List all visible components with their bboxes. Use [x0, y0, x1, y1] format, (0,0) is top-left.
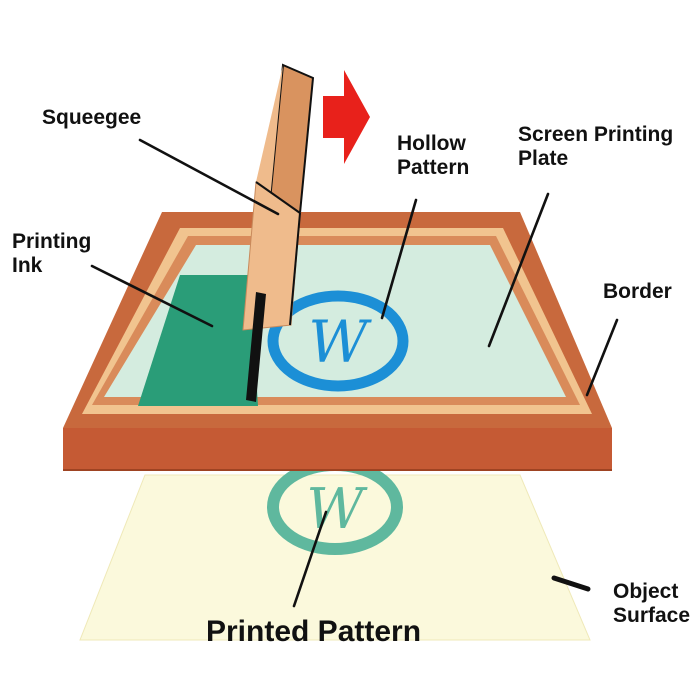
leader-printing-ink — [90, 264, 214, 328]
printed-pattern-letter: W — [306, 477, 368, 542]
label-screen-plate-line2: Plate — [518, 147, 568, 170]
label-printed-pattern: Printed Pattern — [206, 615, 421, 648]
object-surface — [79, 474, 591, 641]
squeegee-blade — [246, 292, 266, 402]
printing-ink — [138, 275, 258, 406]
label-object-surface-line1: Object — [613, 580, 678, 603]
label-border: Border — [603, 280, 672, 303]
label-screen-plate-line1: Screen Printing — [518, 123, 673, 146]
squeegee — [242, 63, 315, 402]
label-printing-ink-line1: Printing — [12, 230, 91, 253]
leader-hollow-pattern — [380, 198, 418, 320]
leader-object-surface — [551, 575, 591, 592]
hollow-pattern: W — [267, 290, 409, 392]
hollow-pattern-letter: W — [308, 308, 372, 376]
leader-printed-pattern — [292, 510, 328, 608]
leader-squeegee — [138, 138, 280, 216]
leader-border — [585, 318, 619, 397]
arrow-right-icon — [323, 70, 370, 164]
label-hollow-pattern-line1: Hollow — [397, 132, 466, 155]
label-hollow-pattern-line2: Pattern — [397, 156, 469, 179]
leader-screen-plate — [487, 192, 550, 348]
label-squeegee: Squeegee — [42, 106, 141, 129]
label-printing-ink-line2: Ink — [12, 254, 43, 277]
label-object-surface-line2: Surface — [613, 604, 690, 627]
